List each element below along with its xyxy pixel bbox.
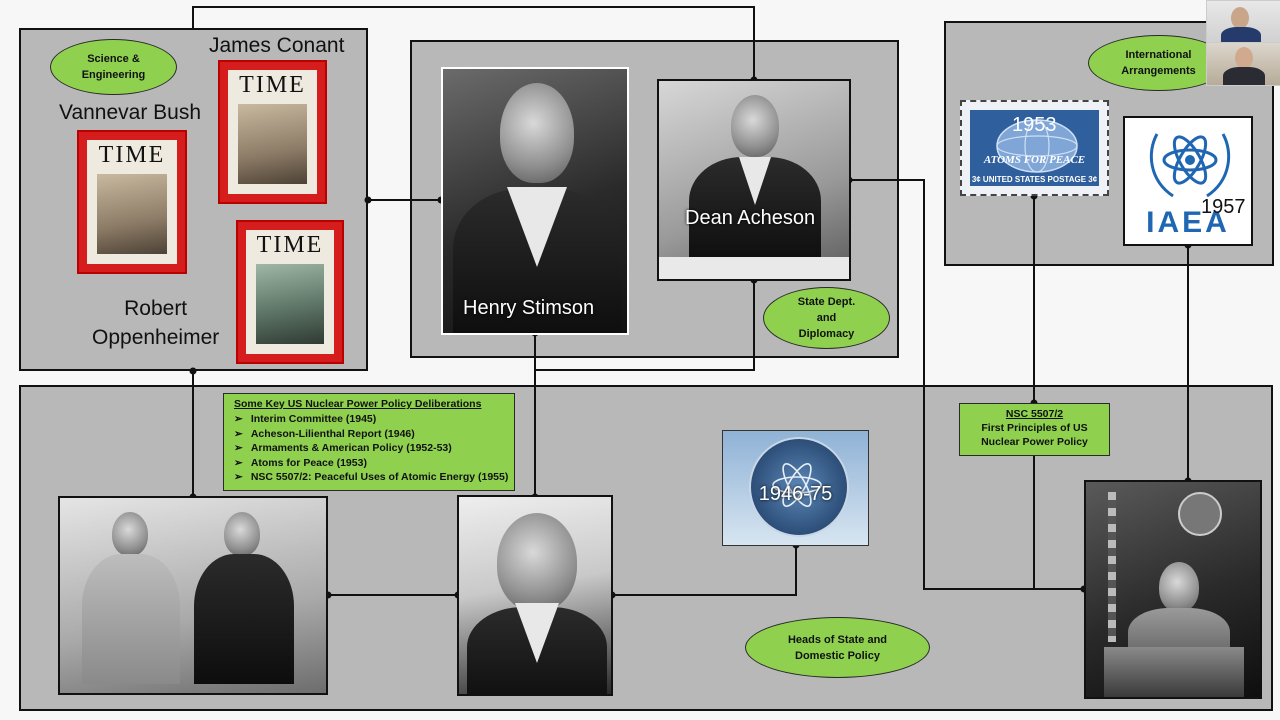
aec-years: 1946-75 [758, 483, 833, 505]
policy-box-title: Some Key US Nuclear Power Policy Deliber… [234, 398, 482, 410]
aec-seal: 1946-75 [722, 430, 869, 546]
portrait-bush [97, 174, 167, 254]
time-cover-oppenheimer: TIME [236, 220, 344, 364]
connector-nsc-eisenhower [1033, 456, 1084, 590]
label-henry-stimson: Henry Stimson [463, 297, 595, 319]
stamp-footer: 3¢ UNITED STATES POSTAGE 3¢ [971, 175, 1098, 184]
nsc-title: NSC 5507/2 [1005, 408, 1064, 420]
list-item: Atoms for Peace (1953) [234, 456, 514, 471]
portrait-conant [238, 104, 307, 184]
nsc-line-1: First Principles of US [981, 422, 1088, 434]
photo-roosevelt-churchill [58, 496, 328, 695]
label-vannevar-bush: Vannevar Bush [59, 101, 202, 124]
time-cover-bush: TIME [77, 130, 187, 274]
category-heads-of-state: Heads of State and Domestic Policy [745, 617, 930, 678]
category-international: International Arrangements [1088, 35, 1229, 91]
photo-dean-acheson: Dean Acheson [657, 79, 851, 281]
stamp-slogan: ATOMS FOR PEACE [983, 154, 1086, 166]
label-robert-oppenheimer: Robert Oppenheimer [92, 297, 220, 349]
label-dean-acheson: Dean Acheson [685, 207, 816, 229]
iaea-logo: IAEA 1957 [1123, 116, 1253, 246]
photo-henry-stimson: Henry Stimson [441, 67, 629, 335]
globe-atom-icon [996, 119, 1078, 173]
iaea-year: 1957 [1201, 196, 1246, 218]
connector-stimson-acheson [534, 280, 755, 371]
category-science-engineering: Science & Engineering [50, 39, 177, 95]
policy-deliberations-box: Some Key US Nuclear Power Policy Deliber… [223, 393, 515, 491]
nsc-line-2: Nuclear Power Policy [981, 436, 1088, 448]
connector-acheson-international [849, 179, 1084, 590]
photo-eisenhower [1084, 480, 1262, 699]
iaea-text: IAEA [1146, 206, 1230, 239]
label-james-conant: James Conant [209, 34, 345, 57]
nsc-5507-box: NSC 5507/2 First Principles of US Nuclea… [959, 403, 1110, 456]
video-thumbnail-2[interactable] [1206, 42, 1280, 86]
list-item: NSC 5507/2: Peaceful Uses of Atomic Ener… [234, 470, 514, 485]
atom-laurel-icon [1149, 133, 1231, 198]
atom-icon [772, 463, 822, 507]
policy-list: Interim Committee (1945) Acheson-Lilient… [224, 412, 514, 485]
time-cover-conant: TIME [218, 60, 327, 204]
connector-truman-aec [612, 545, 797, 596]
list-item: Armaments & American Policy (1952-53) [234, 441, 514, 456]
list-item: Interim Committee (1945) [234, 412, 514, 427]
time-masthead: TIME [239, 72, 306, 98]
list-item: Acheson-Lilienthal Report (1946) [234, 427, 514, 442]
stamp-year: 1953 [1012, 114, 1057, 136]
category-state-dept: State Dept. and Diplomacy [763, 287, 890, 349]
photo-harry-truman [457, 495, 613, 696]
video-thumbnail-1[interactable] [1206, 0, 1280, 44]
portrait-oppenheimer [256, 264, 324, 344]
time-masthead: TIME [98, 142, 166, 168]
connector-science-acheson [192, 6, 755, 80]
atoms-for-peace-stamp: 1953 ATOMS FOR PEACE 3¢ UNITED STATES PO… [960, 100, 1109, 196]
time-masthead: TIME [256, 232, 324, 258]
